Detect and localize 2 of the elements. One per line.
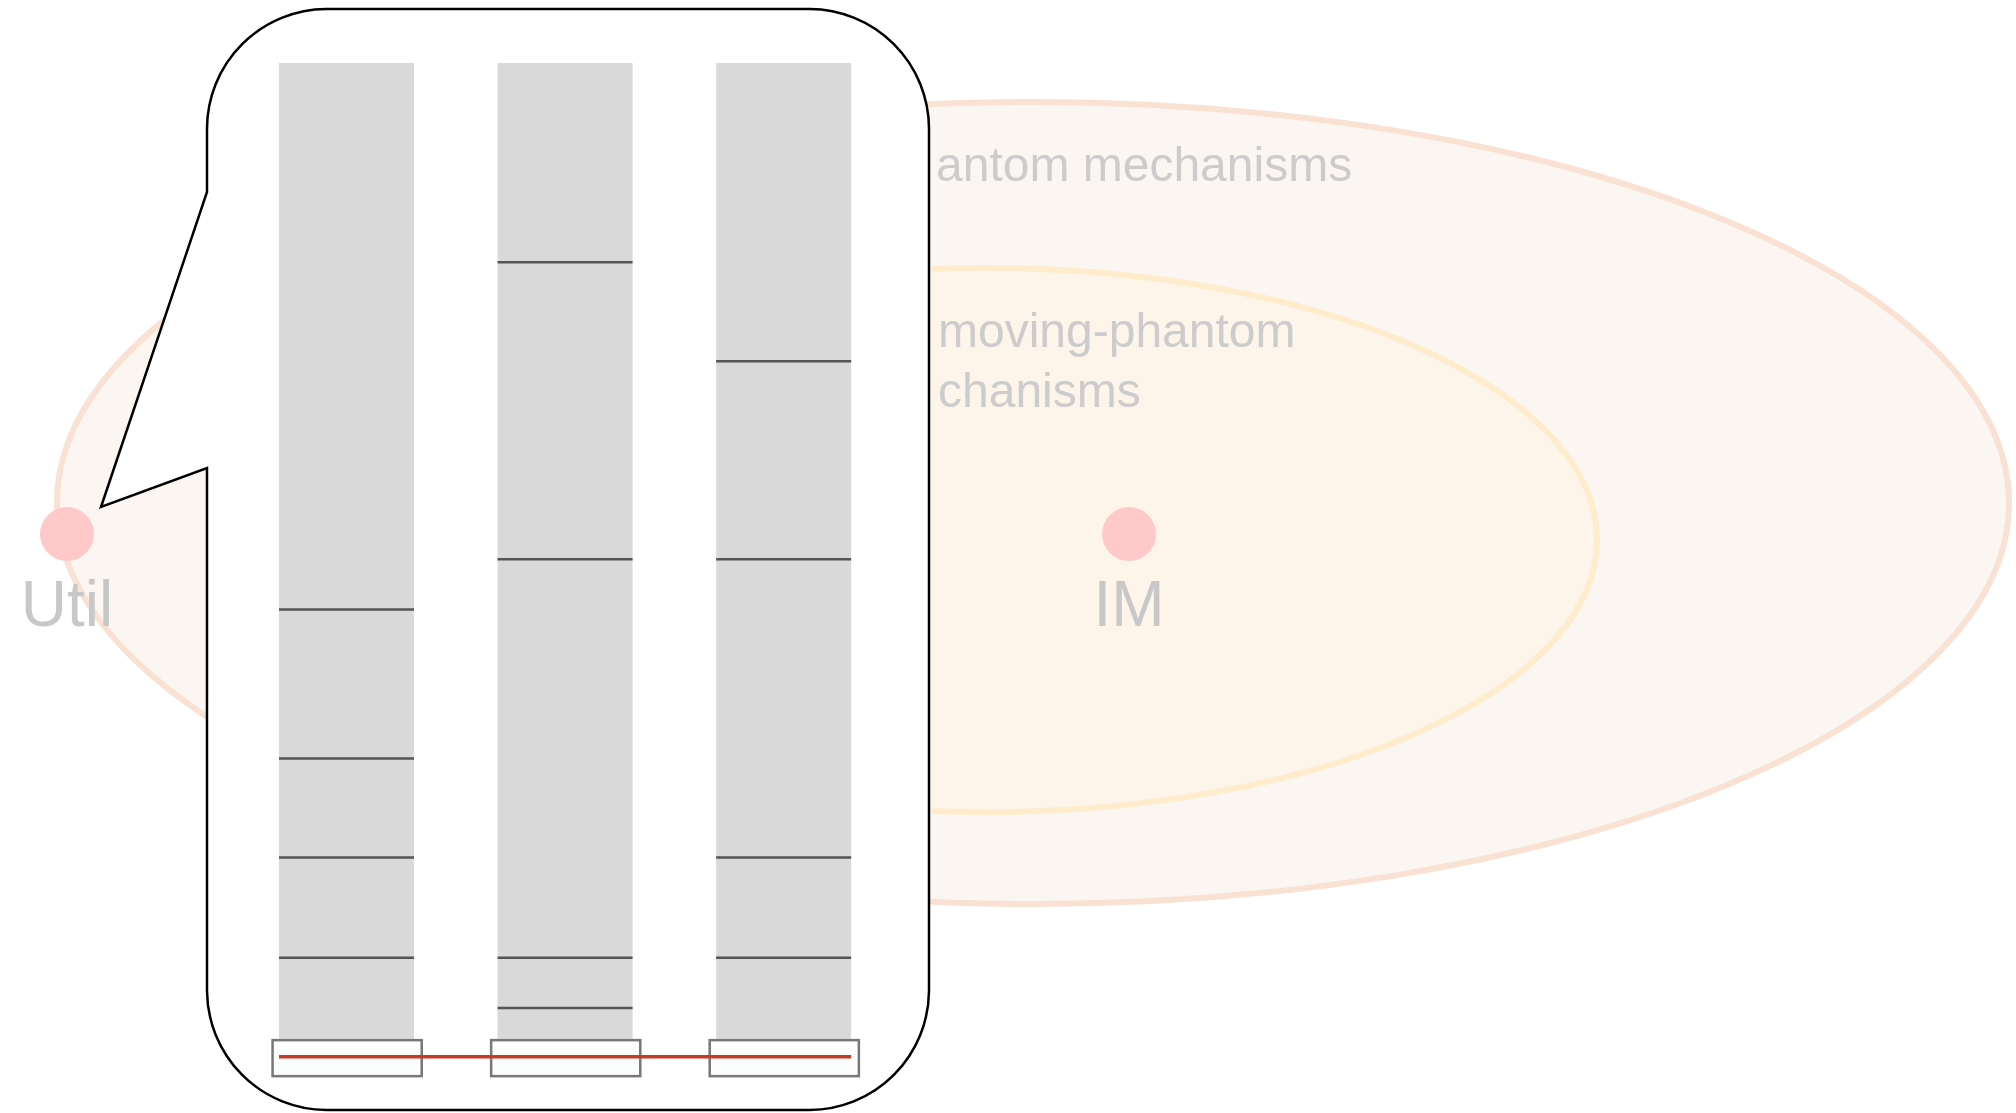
point-marker (1102, 507, 1156, 561)
point-marker (40, 507, 94, 561)
